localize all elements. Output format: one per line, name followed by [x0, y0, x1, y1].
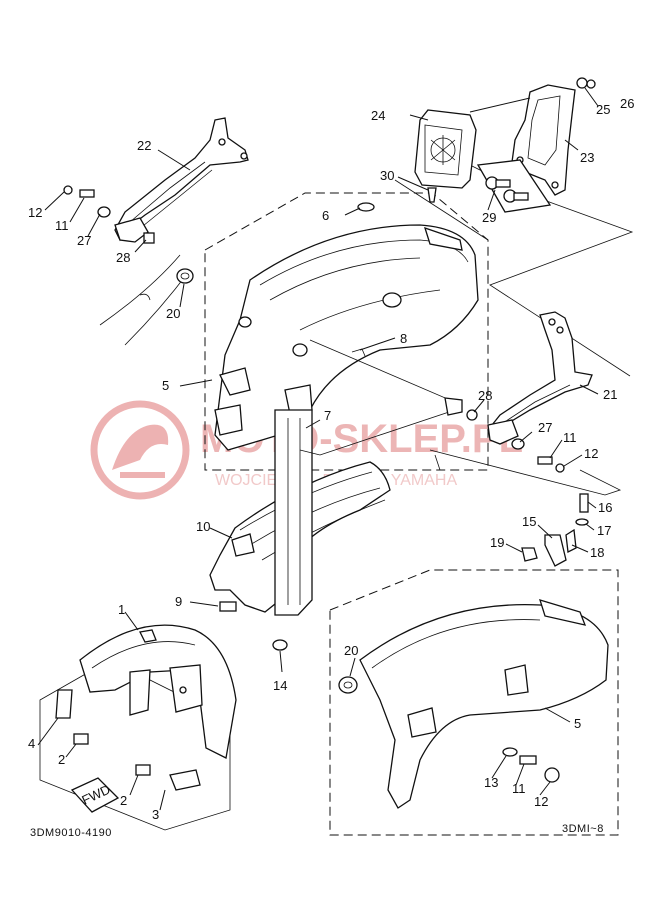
callout-2-left: 2	[58, 752, 65, 767]
callout-9: 9	[175, 594, 182, 609]
grab-bar-right	[487, 311, 593, 445]
callout-15: 15	[522, 514, 536, 529]
callout-12-left: 12	[28, 205, 42, 220]
callout-1: 1	[118, 602, 125, 617]
callout-14: 14	[273, 678, 287, 693]
mounting-plate	[476, 159, 552, 213]
callout-12-right: 12	[584, 446, 598, 461]
callout-11-inset: 11	[512, 781, 526, 796]
backrest-frame	[511, 84, 576, 196]
callout-17: 17	[597, 523, 611, 538]
variant-note: 3DMI~8	[562, 823, 604, 835]
callout-20-inset: 20	[344, 643, 358, 658]
callout-21: 21	[603, 387, 617, 402]
callout-25: 25	[596, 102, 610, 117]
callout-24: 24	[371, 108, 385, 123]
callout-6: 6	[322, 208, 329, 223]
callout-26: 26	[620, 96, 634, 111]
callout-30: 30	[380, 168, 394, 183]
callout-22: 22	[137, 138, 151, 153]
callout-12-inset: 12	[534, 794, 548, 809]
grab-bar-left	[114, 117, 249, 243]
diagram-code: 3DM9010-4190	[30, 827, 112, 839]
callout-16: 16	[598, 500, 612, 515]
rear-fender-inset	[359, 599, 609, 809]
callout-5-inset: 5	[574, 716, 581, 731]
callout-18: 18	[590, 545, 604, 560]
callout-20-top: 20	[166, 306, 180, 321]
callout-3: 3	[152, 807, 159, 822]
callout-19: 19	[490, 535, 504, 550]
callout-29: 29	[482, 210, 496, 225]
callout-27-left: 27	[77, 233, 91, 248]
callout-10: 10	[196, 519, 210, 534]
callout-4: 4	[28, 736, 35, 751]
callout-8: 8	[400, 331, 407, 346]
backrest-pad	[414, 109, 477, 189]
fwd-arrow-tag: FWD	[70, 777, 120, 813]
callout-7: 7	[324, 408, 331, 423]
callout-5-main: 5	[162, 378, 169, 393]
fasteners	[55, 77, 596, 791]
leader-lines	[37, 87, 599, 811]
front-fender	[79, 624, 237, 759]
frame-rail-left	[99, 254, 181, 326]
callout-2-right: 2	[120, 793, 127, 808]
callouts: 22 12 11 27 28 20 5 6 30 24 23 25 26 29 …	[28, 96, 634, 822]
callout-11-left: 11	[55, 218, 69, 233]
callout-28-right: 28	[478, 388, 492, 403]
rear-fender	[214, 224, 479, 451]
callout-13: 13	[484, 775, 498, 790]
callout-27-right: 27	[538, 420, 552, 435]
callout-28-left: 28	[116, 250, 130, 265]
fender-stay	[274, 409, 313, 616]
callout-23: 23	[580, 150, 594, 165]
callout-11-right: 11	[563, 430, 577, 445]
